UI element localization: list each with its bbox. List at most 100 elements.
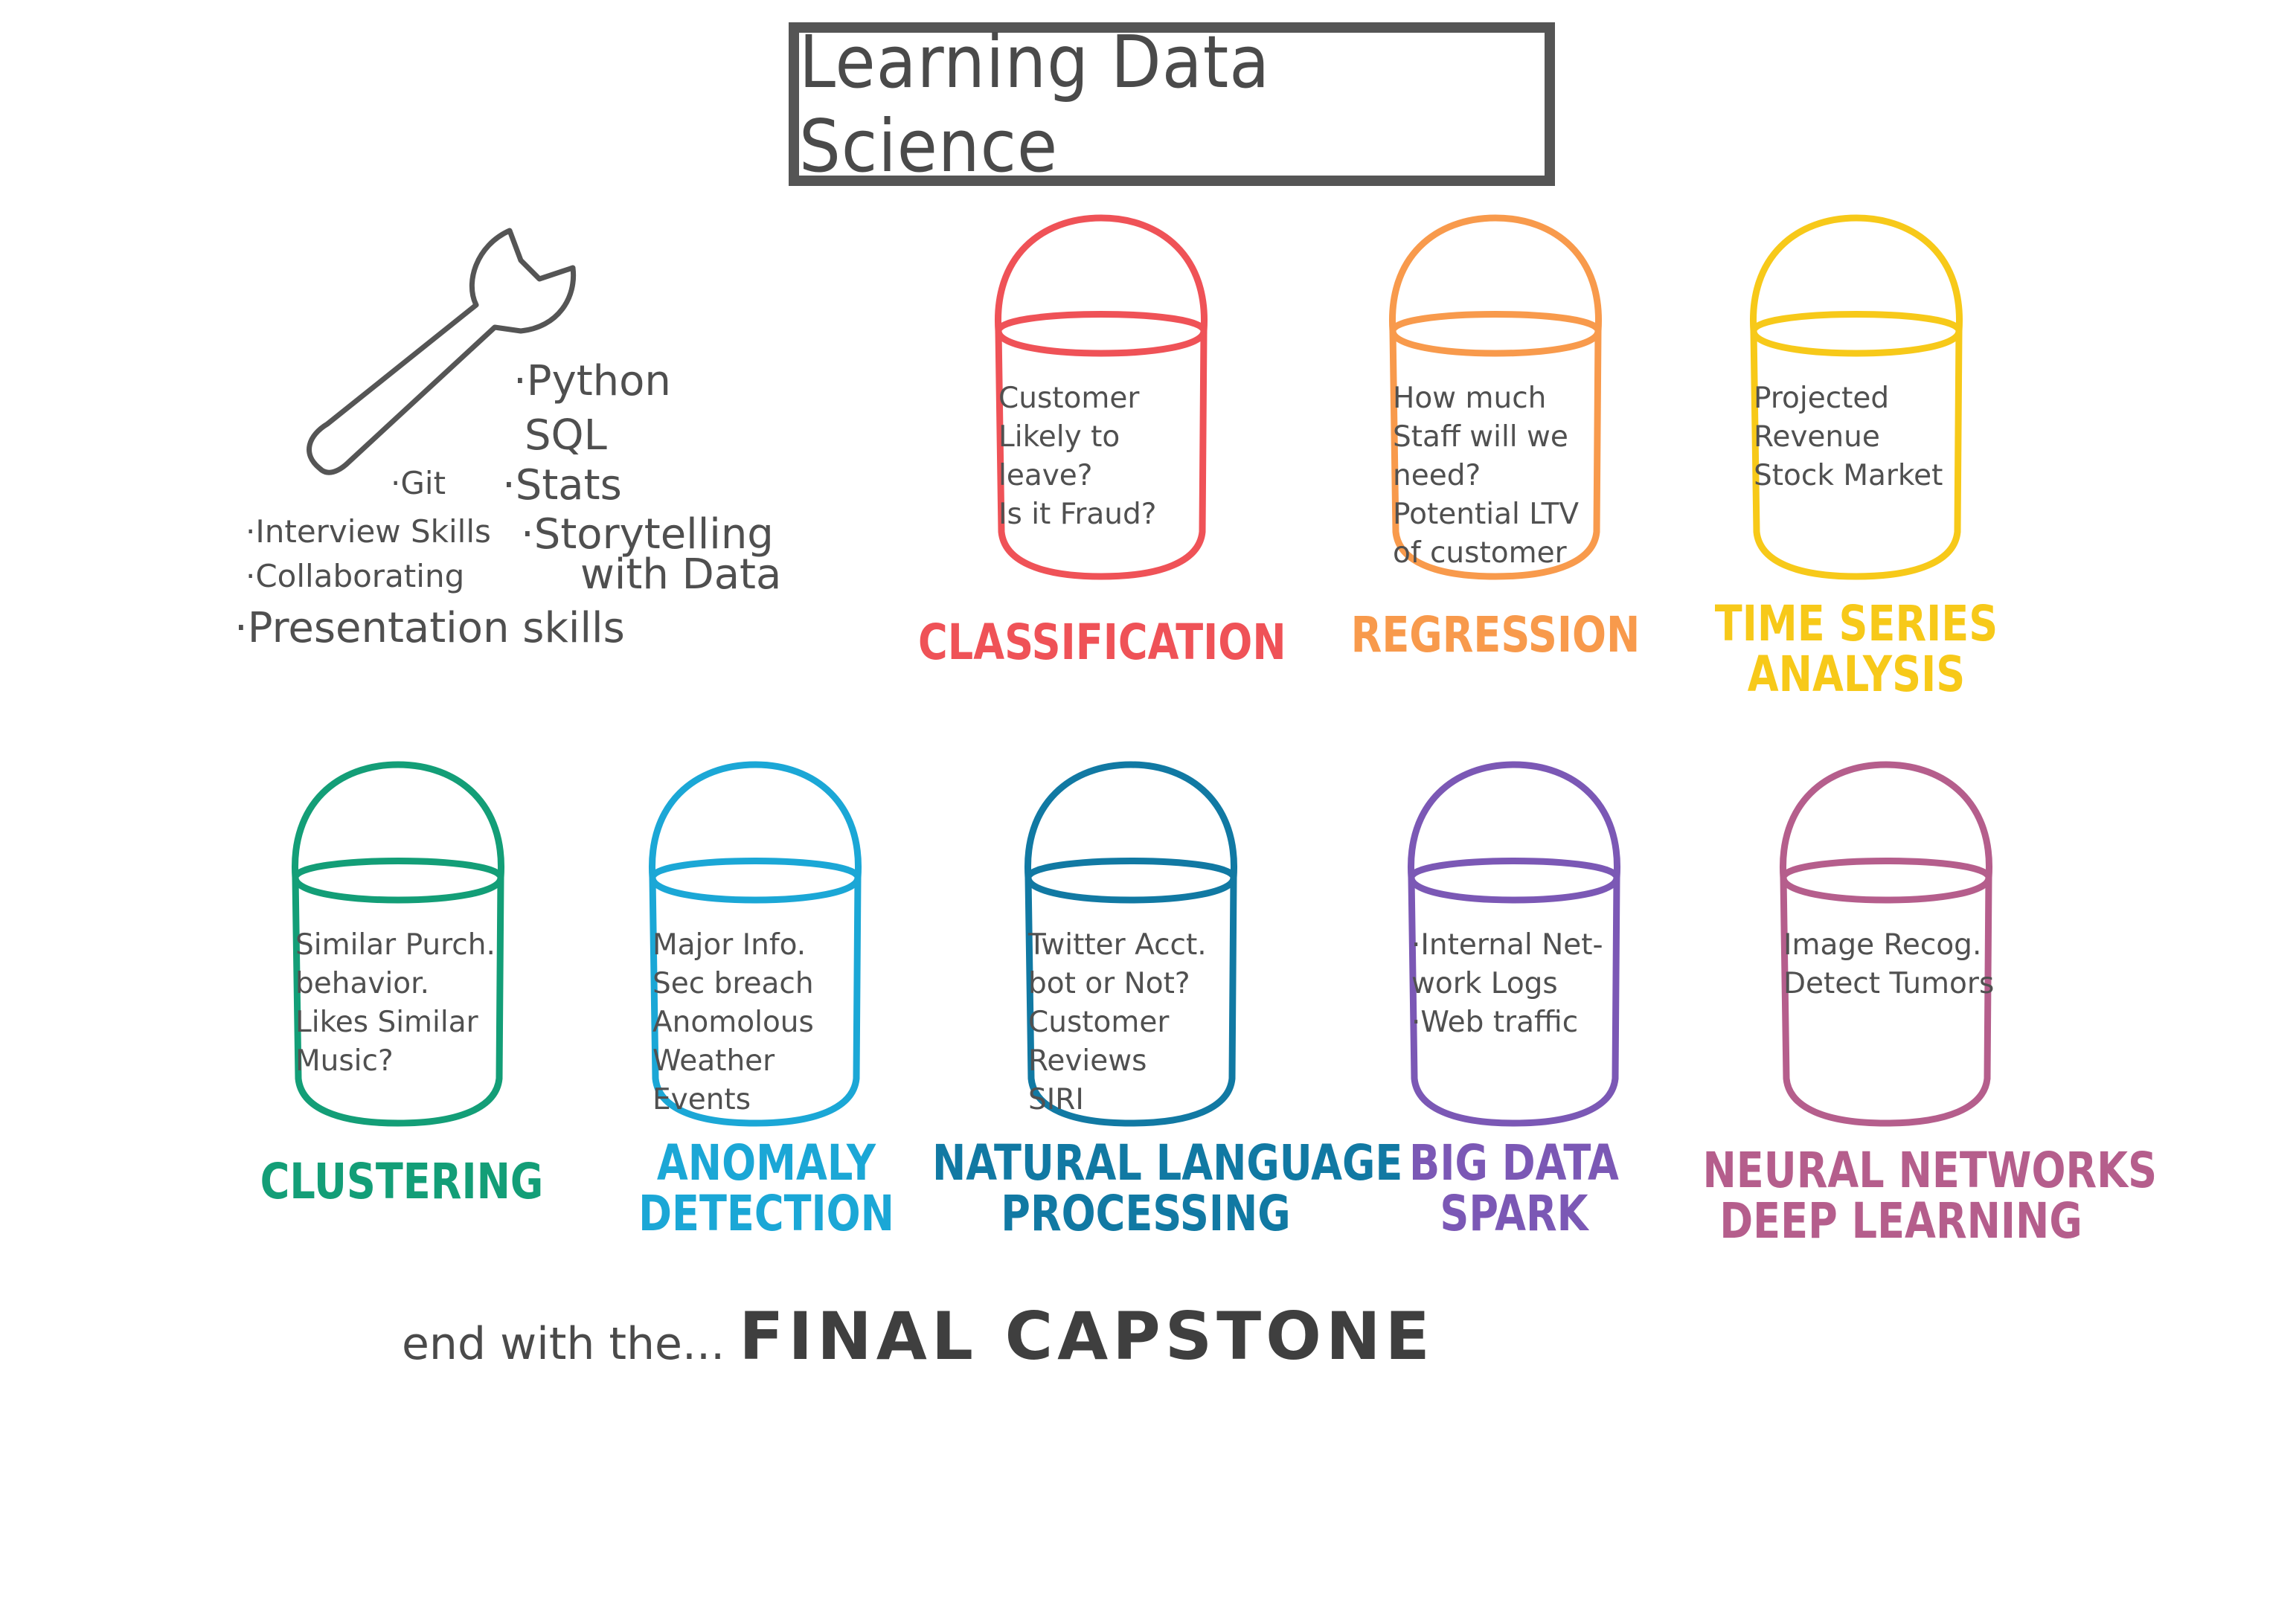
bucket-example-line: Is it Fraud? xyxy=(998,498,1157,531)
bucket-example-line: ·Internal Net- xyxy=(1411,928,1603,962)
bucket-body xyxy=(995,327,1208,580)
category-label-line: DEEP LEARNING xyxy=(1719,1192,2082,1250)
bucket-example-line: Likely to xyxy=(998,420,1120,454)
tool-storytelling-cont: with Data xyxy=(580,550,782,599)
bucket-dome xyxy=(292,761,504,881)
bucket-example-line: Reviews xyxy=(1028,1044,1147,1078)
bucket-example-line: SIRI xyxy=(1028,1083,1084,1116)
label-regression: REGRESSION xyxy=(1343,610,1648,661)
bucket-example-line: ·Web traffic xyxy=(1411,1006,1579,1039)
final-capstone-title: FINAL CAPSTONE xyxy=(739,1298,1434,1375)
category-label-line: TIME SERIES xyxy=(1714,595,1998,652)
bucket-example-line: Image Recog. xyxy=(1783,928,1982,962)
bucket-example-line: Potential LTV xyxy=(1393,498,1580,531)
bucket-example-line: Customer xyxy=(998,382,1140,415)
bucket-example-line: Similar Purch. xyxy=(295,928,496,962)
bucket-example-line: How much xyxy=(1393,382,1547,415)
bucket-rim xyxy=(1780,858,1992,904)
bucket-example-line: Customer xyxy=(1028,1006,1170,1039)
bucket-dome xyxy=(1389,214,1602,335)
bucket-rim xyxy=(995,311,1208,357)
bucket-big-data-examples: ·Internal Net-work Logs ·Web traffic xyxy=(1411,926,1623,1042)
bucket-example-line: Major Info. xyxy=(652,928,807,962)
bucket-example-line: leave? xyxy=(998,459,1093,492)
title-box: Learning Data Science xyxy=(789,20,1555,188)
bucket-rim xyxy=(1389,311,1602,357)
tool-git: ·Git xyxy=(391,465,446,501)
category-label-line: BIG DATA xyxy=(1409,1134,1619,1192)
bucket-body xyxy=(1750,327,1963,580)
bucket-big-data-icon xyxy=(1408,761,1620,1127)
bucket-dome xyxy=(1780,761,1992,881)
final-prefix: end with the... xyxy=(402,1318,725,1370)
category-label-line: SPARK xyxy=(1440,1185,1588,1242)
bucket-neural-examples: Image Recog.Detect Tumors xyxy=(1783,926,1995,1003)
skill-presentation: ·Presentation skills xyxy=(234,604,625,652)
bucket-example-line: Music? xyxy=(295,1044,394,1078)
bucket-anomaly-icon xyxy=(649,761,862,1127)
category-label-line: NATURAL LANGUAGE xyxy=(932,1134,1403,1192)
bucket-body xyxy=(649,874,862,1127)
tool-stats: ·Stats xyxy=(502,461,622,510)
category-label-line: ANOMALY xyxy=(656,1134,876,1192)
bucket-body xyxy=(1024,874,1237,1127)
wrench-icon xyxy=(307,228,577,475)
bucket-example-line: bot or Not? xyxy=(1028,967,1190,1000)
bucket-rim xyxy=(292,858,504,904)
bucket-dome xyxy=(649,761,862,881)
bucket-neural: Image Recog.Detect Tumors xyxy=(1767,759,2005,1131)
category-label-line: CLUSTERING xyxy=(260,1153,544,1210)
bucket-big-data: ·Internal Net-work Logs ·Web traffic xyxy=(1395,759,1633,1131)
category-label-line: ANALYSIS xyxy=(1747,646,1966,703)
bucket-neural-icon xyxy=(1780,761,1992,1127)
label-clustering: CLUSTERING xyxy=(255,1157,548,1207)
tool-python: ·Python xyxy=(513,357,671,405)
bucket-example-line: Staff will we xyxy=(1393,420,1568,454)
tool-sql: SQL xyxy=(525,411,607,460)
category-label-line: DETECTION xyxy=(638,1185,894,1242)
bucket-example-line: Likes Similar xyxy=(295,1006,478,1039)
category-label-line: REGRESSION xyxy=(1350,606,1641,663)
bucket-example-line: Stock Market xyxy=(1754,459,1943,492)
skill-collaborating: ·Collaborating xyxy=(246,558,465,594)
bucket-time-series-icon xyxy=(1750,214,1963,580)
bucket-rim xyxy=(649,858,862,904)
bucket-body xyxy=(1780,874,1992,1127)
bucket-regression-icon xyxy=(1389,214,1602,580)
bucket-example-line: Projected xyxy=(1754,382,1890,415)
bucket-body xyxy=(1408,874,1620,1127)
category-label-line: NEURAL NETWORKS xyxy=(1702,1142,2158,1199)
bucket-dome xyxy=(1024,761,1237,881)
final-capstone-row: end with the... FINAL CAPSTONE xyxy=(402,1298,1434,1375)
category-label-line: CLASSIFICATION xyxy=(918,614,1286,671)
bucket-example-line: Weather xyxy=(652,1044,775,1078)
bucket-dome xyxy=(995,214,1208,335)
bucket-body xyxy=(1389,327,1602,580)
bucket-example-line: work Logs xyxy=(1411,967,1558,1000)
bucket-example-line: Sec breach xyxy=(652,967,814,1000)
bucket-rim xyxy=(1024,858,1237,904)
bucket-rim xyxy=(1408,858,1620,904)
bucket-clustering-icon xyxy=(292,761,504,1127)
bucket-example-line: Twitter Acct. xyxy=(1028,928,1207,962)
bucket-example-line: Revenue xyxy=(1754,420,1880,454)
bucket-dome xyxy=(1750,214,1963,335)
bucket-example-line: Events xyxy=(652,1083,751,1116)
bucket-classification-icon xyxy=(995,214,1208,580)
